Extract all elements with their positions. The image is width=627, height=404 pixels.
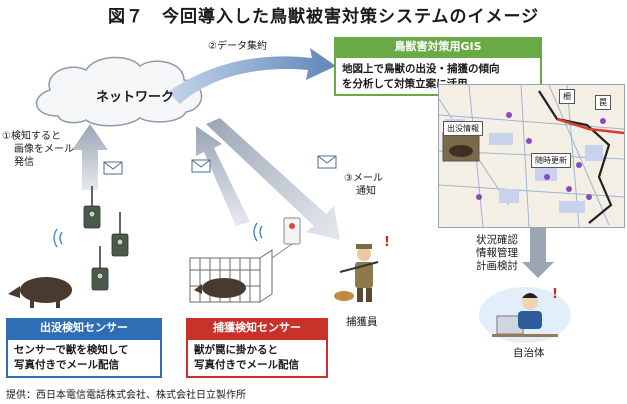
gis-map-screenshot: 出没情報 随時更新 柵 罠	[438, 84, 625, 228]
arrow-network-to-hunter	[206, 118, 340, 240]
network-cloud	[35, 56, 203, 127]
capture-sensor-box: 捕獲検知センサー 獣が罠に掛かると 写真付きでメール配信	[186, 318, 328, 378]
gis-header: 鳥獣害対策用GIS	[334, 37, 542, 56]
alert-mark: !	[384, 235, 390, 250]
arrow-capture-to-network	[196, 126, 250, 226]
map-tag-update: 随時更新	[531, 153, 571, 168]
trail-camera-icon	[91, 246, 109, 291]
municipality-label: 自治体	[513, 347, 545, 359]
step2-label: ②データ集約	[208, 41, 267, 52]
sighting-sensor-description: センサーで獣を検知して 写真付きでメール配信	[6, 338, 162, 378]
mail-envelope-icon	[191, 159, 211, 173]
mail-envelope-icon	[103, 161, 123, 175]
map-tag-sighting: 出没情報	[443, 121, 483, 136]
figure-title: 図７ 今回導入した鳥獣被害対策システムのイメージ	[108, 7, 540, 27]
trail-camera-icon	[83, 186, 101, 229]
map-tag-trap: 罠	[595, 95, 611, 110]
signal-waves-icon	[53, 222, 263, 248]
network-label: ネットワーク	[96, 90, 175, 105]
step3-label: ③メール 通知	[344, 173, 383, 197]
capture-sensor-device-icon	[271, 217, 301, 259]
trail-camera-icon	[111, 212, 129, 257]
mail-envelope-icon	[317, 155, 337, 169]
trapped-boar-icon	[194, 278, 246, 298]
alert-mark: !	[552, 287, 558, 302]
municipality-tasks: 状況確認 情報管理 計画検討	[476, 234, 518, 272]
capture-sensor-description: 獣が罠に掛かると 写真付きでメール配信	[186, 338, 328, 378]
sighting-sensor-box: 出没検知センサー センサーで獣を検知して 写真付きでメール配信	[6, 318, 162, 378]
hunter-label: 捕獲員	[346, 316, 378, 328]
boar-icon	[8, 277, 72, 308]
sighting-sensor-header: 出没検知センサー	[6, 318, 162, 338]
municipality-office-icon	[479, 287, 571, 343]
source-credit: 提供：西日本電信電話株式会社、株式会社日立製作所	[6, 390, 246, 401]
step1-label: ①検知すると 画像をメール 発信	[2, 131, 74, 168]
arrow-sensor-to-network	[72, 124, 108, 190]
map-tag-fence: 柵	[559, 89, 575, 104]
arrow-network-to-gis	[168, 48, 336, 104]
hunter-icon	[334, 244, 379, 302]
arrow-gis-to-municipality	[522, 228, 554, 278]
capture-sensor-header: 捕獲検知センサー	[186, 318, 328, 338]
